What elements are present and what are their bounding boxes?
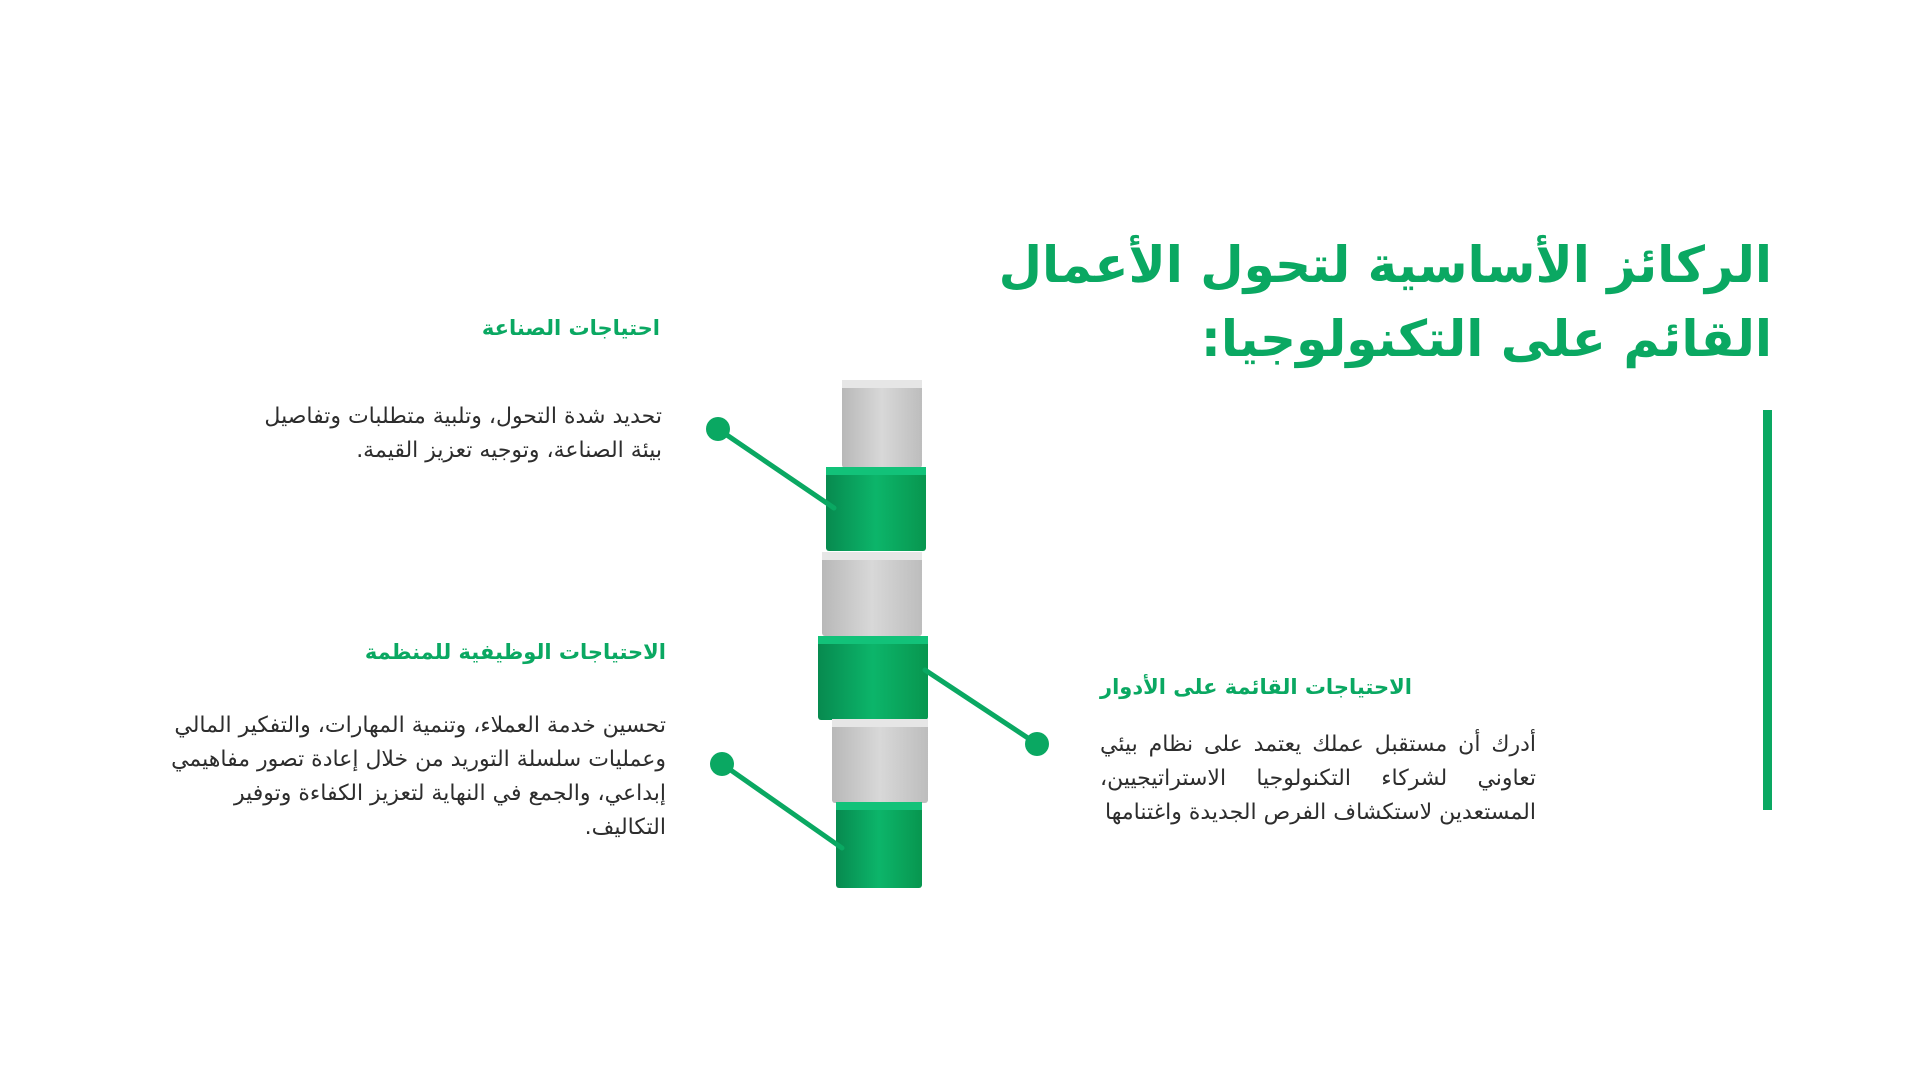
industry-needs-heading: احتياجات الصناعة [481,316,660,340]
block-4 [818,636,928,720]
organization-needs-heading: الاحتياجات الوظيفية للمنظمة [364,640,666,664]
connector-dot-organization [710,752,734,776]
block-3 [822,552,922,636]
block-6 [836,802,922,888]
block-5 [832,719,928,803]
role-needs-heading: الاحتياجات القائمة على الأدوار [1100,675,1412,699]
block-stack [818,380,928,888]
block-2 [826,467,926,551]
organization-needs-text: تحسين خدمة العملاء، وتنمية المهارات، وال… [171,713,666,840]
connector-dot-roles [1025,732,1049,756]
connector-industry [706,417,837,511]
industry-needs-text: تحديد شدة التحول، وتلبية متطلبات وتفاصيل… [264,404,662,463]
role-needs-text: أدرك أن مستقبل عملك يعتمد على نظام بيئي … [1100,732,1536,825]
page-title-line-2: القائم على التكنولوجيا: [1200,310,1772,368]
page-title-line-1: الركائز الأساسية لتحول الأعمال [998,236,1772,294]
accent-bar [1763,410,1772,810]
page-title: الركائز الأساسية لتحول الأعمال القائم عل… [772,228,1772,376]
connector-organization [710,752,845,851]
block-1 [842,380,922,468]
connector-roles [922,667,1049,756]
connector-dot-industry [706,417,730,441]
